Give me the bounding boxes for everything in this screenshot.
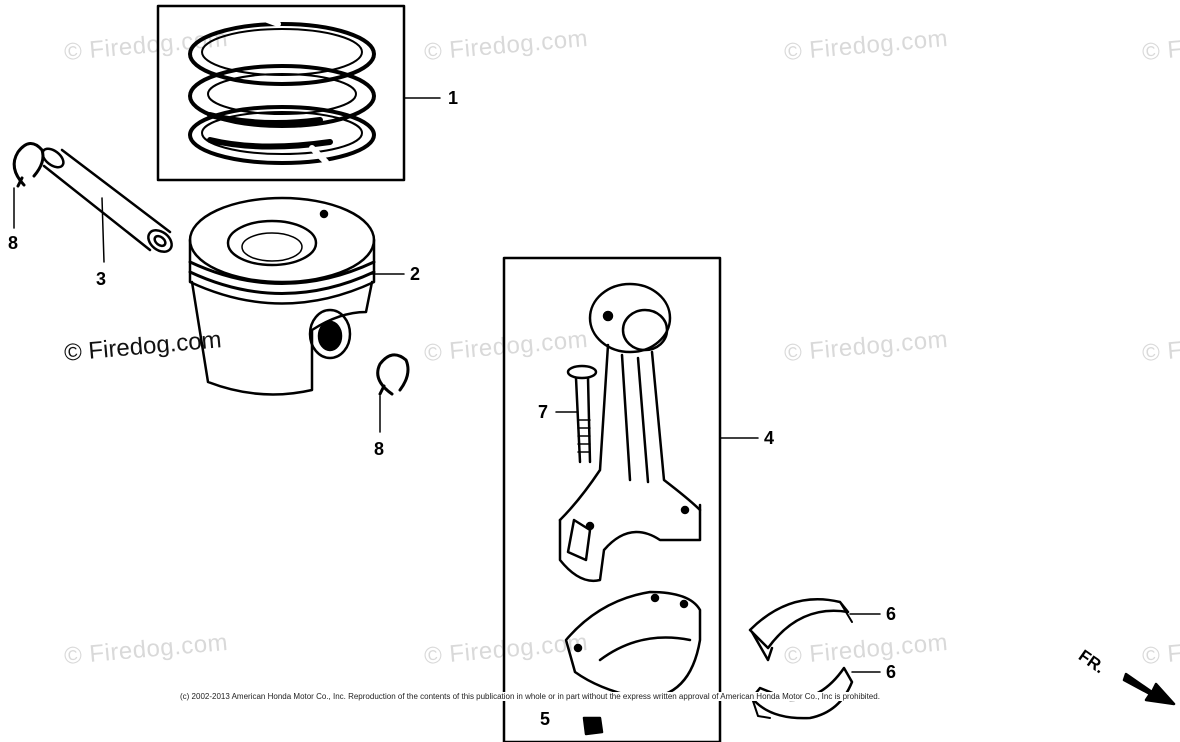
callout-3: 3 <box>96 269 107 289</box>
piston <box>188 196 376 396</box>
callout-5: 5 <box>540 709 551 729</box>
copyright-notice: (c) 2002-2013 American Honda Motor Co., … <box>178 692 882 701</box>
front-direction-arrow <box>1122 672 1176 706</box>
connecting-rod-bolt <box>566 364 598 464</box>
piston-pin <box>41 147 173 253</box>
piston-ring-set <box>188 15 376 165</box>
piston-pin-clip-right <box>376 353 410 396</box>
callout-2: 2 <box>410 264 421 284</box>
connecting-rod-assembly-frame <box>502 256 722 742</box>
leader-line-3 <box>101 197 105 263</box>
piston-ring-set-frame <box>156 4 406 182</box>
rod-cap-bolt <box>582 716 604 736</box>
callout-7: 7 <box>538 402 549 422</box>
callout-6-upper: 6 <box>886 604 897 624</box>
callout-8-right: 8 <box>374 439 385 459</box>
connecting-rod <box>558 282 702 583</box>
connecting-rod-cap <box>564 590 702 700</box>
piston-pin-clip-left <box>12 142 45 188</box>
callout-8-left: 8 <box>8 233 19 253</box>
callout-1: 1 <box>448 88 459 108</box>
callout-4: 4 <box>764 428 775 448</box>
callout-6-lower: 6 <box>886 662 897 682</box>
connecting-rod-bearing-upper <box>748 598 853 662</box>
